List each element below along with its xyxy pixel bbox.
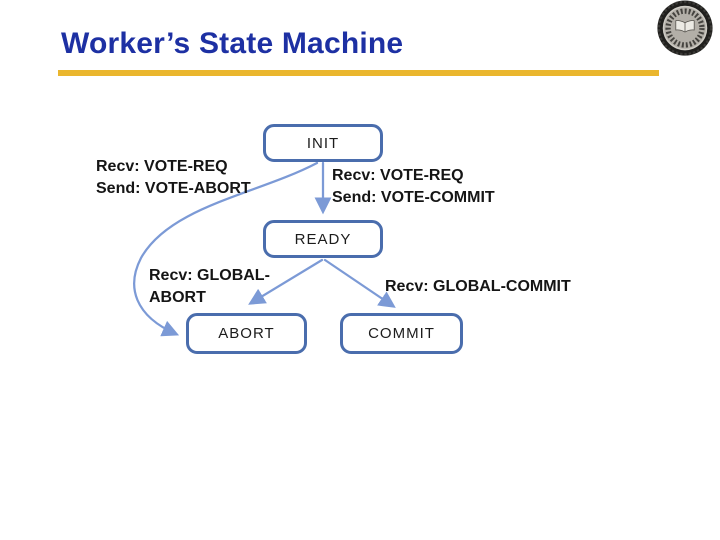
transition-label-line: Recv: GLOBAL- xyxy=(149,267,270,284)
university-seal-logo xyxy=(657,0,713,56)
transition-label-line: Recv: VOTE-REQ xyxy=(96,158,228,175)
transition-label-ready-commit: Recv: GLOBAL-COMMIT xyxy=(385,276,571,298)
state-box-ready: READY xyxy=(263,220,383,258)
arrow-init-to-abort xyxy=(133,161,319,337)
title-underline-rule xyxy=(58,70,659,76)
state-label-commit: COMMIT xyxy=(368,325,435,342)
seal-scallop-edge xyxy=(657,0,713,56)
page-title: Worker’s State Machine xyxy=(61,27,404,60)
state-box-commit: COMMIT xyxy=(340,313,463,354)
state-box-init: INIT xyxy=(263,124,383,162)
arrow-ready-to-abort xyxy=(248,258,324,305)
transition-label-line: Recv: VOTE-REQ xyxy=(332,167,464,184)
state-label-ready: READY xyxy=(294,230,352,248)
state-label-init: INIT xyxy=(306,134,340,152)
state-box-abort: ABORT xyxy=(186,313,307,354)
arrow-ready-to-commit xyxy=(323,258,396,308)
transition-label-line: Send: VOTE-ABORT xyxy=(96,180,251,197)
transition-label-line: ABORT xyxy=(149,289,206,306)
transition-label-line: Recv: GLOBAL-COMMIT xyxy=(385,278,571,295)
seal-text-ring xyxy=(665,8,705,48)
state-label-abort: ABORT xyxy=(218,325,275,342)
transition-label-init-ready: Recv: VOTE-REQ Send: VOTE-COMMIT xyxy=(332,165,495,209)
transition-label-ready-abort: Recv: GLOBAL- ABORT xyxy=(149,265,270,309)
transition-label-init-abort: Recv: VOTE-REQ Send: VOTE-ABORT xyxy=(96,156,251,200)
transition-label-line: Send: VOTE-COMMIT xyxy=(332,189,495,206)
